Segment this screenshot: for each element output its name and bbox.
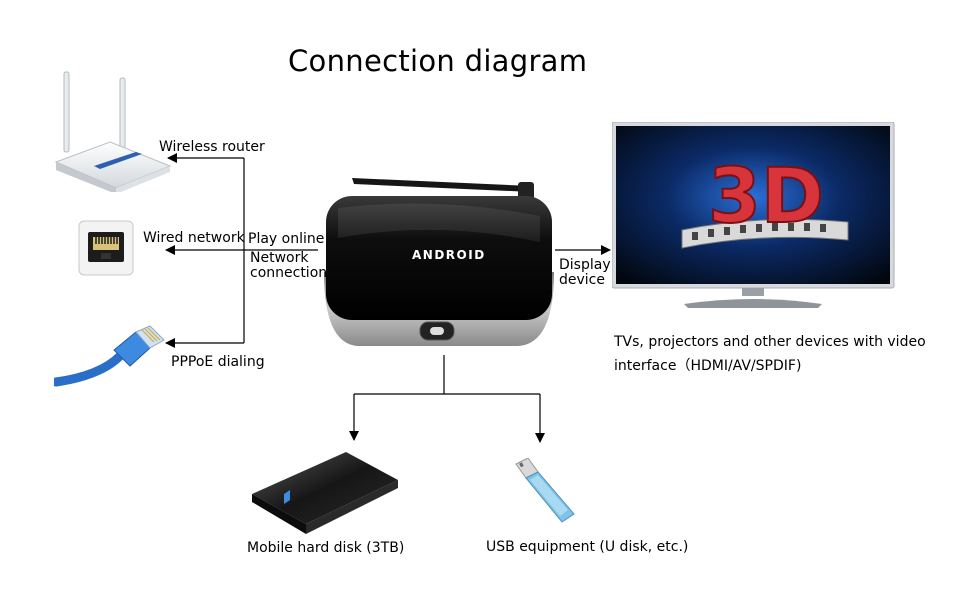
label-usb: USB equipment (U disk, etc.) [486,539,689,555]
device-brand-logo: ANDROID [412,248,486,262]
ethernet-port-icon [78,220,134,276]
label-wired-network: Wired network [143,230,245,246]
wireless-router-icon [54,71,172,192]
label-network-line1: Network [250,250,309,266]
label-display-line1: Display [559,257,611,273]
hard-disk-icon [252,452,398,534]
android-tv-box [324,178,554,346]
label-tv-caption-1: TVs, projectors and other devices with v… [614,334,926,350]
label-tv-caption-2: interface（HDMI/AV/SPDIF) [614,358,802,374]
label-display-device: Display device [559,258,611,288]
label-network-line2: connection [250,265,328,281]
ethernet-cable-icon [54,325,165,387]
tv-icon: 3D [612,122,895,308]
label-hard-disk: Mobile hard disk (3TB) [247,540,405,556]
usb-drive-icon [515,458,575,523]
label-wireless-router: Wireless router [159,139,265,155]
label-play-online: Play online [248,231,325,247]
tv-screen-3d-text: 3D [708,151,824,240]
diagram-title: Connection diagram [288,44,588,78]
label-pppoe: PPPoE dialing [171,354,265,370]
label-display-line2: device [559,272,605,288]
label-network-connection: Network connection [250,251,327,281]
